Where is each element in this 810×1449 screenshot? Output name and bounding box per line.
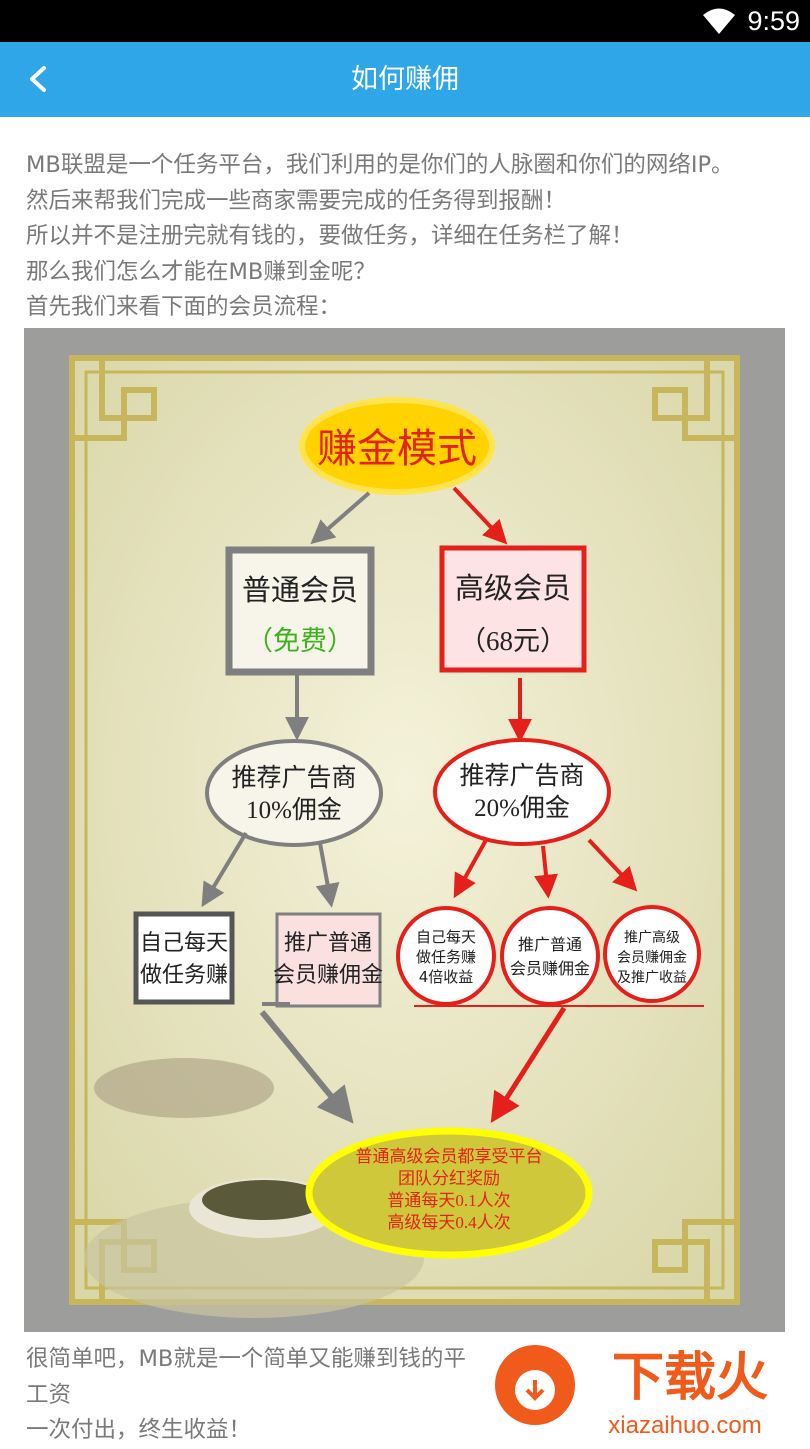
premium-promo-line2: 会员赚佣金 (510, 959, 590, 978)
page-title: 如何赚佣 (351, 64, 459, 95)
watermark-brand: 下载火 (612, 1348, 768, 1408)
intro-line: 那么我们怎么才能在MB赚到金呢？ (26, 258, 376, 285)
premium-member-title: 高级会员 (455, 572, 571, 605)
bonus-line1: 普通高级会员都享受平台 (356, 1147, 543, 1166)
intro-text: MB联盟是一个任务平台，我们利用的是你们的人脉圈和你们的网络IP。 然后来帮我们… (26, 148, 796, 326)
bonus-line2: 团队分红奖励 (398, 1169, 500, 1188)
premium-promo2-line3: 及推广收益 (617, 970, 687, 986)
premium-task-line3: 4倍收益 (419, 968, 474, 986)
intro-line: 然后来帮我们完成一些商家需要完成的任务得到报酬！ (26, 187, 567, 214)
normal-promo-line2: 会员赚佣金 (273, 962, 383, 987)
normal-member-title: 普通会员 (242, 574, 358, 607)
bonus-line3: 普通每天0.1人次 (387, 1191, 510, 1210)
app-bar: 如何赚佣 (0, 42, 810, 117)
outro-line: 工资 (26, 1381, 72, 1408)
premium-promo2-line1: 推广高级 (624, 929, 680, 946)
status-bar: 9:59 (0, 0, 810, 42)
normal-task-line1: 自己每天 (140, 930, 228, 955)
premium-referral-line1: 推荐广告商 (459, 762, 584, 790)
member-flow-diagram: 赚金模式 普通会员 （免费） 高级会员 （68元） 推荐广告商 10%佣金 推荐… (69, 355, 740, 1318)
top-mode-label: 赚金模式 (317, 426, 477, 471)
normal-referral-line2: 10%佣金 (246, 796, 342, 824)
normal-promo-line1: 推广普通 (284, 930, 372, 955)
xiazaihuo-watermark: 下载火 xiazaihuo.com (495, 1345, 768, 1439)
intro-line: 所以并不是注册完就有钱的，要做任务，详细在任务栏了解！ (26, 223, 634, 249)
premium-member-price: （68元） (459, 626, 567, 656)
outro-line: 很简单吧，MB就是一个简单又能赚到钱的平 (26, 1346, 466, 1372)
intro-line: MB联盟是一个任务平台，我们利用的是你们的人脉圈和你们的网络IP。 (26, 152, 734, 178)
intro-line: 首先我们来看下面的会员流程： (26, 294, 342, 320)
outro-line: 一次付出，终生收益！ (26, 1417, 252, 1443)
premium-referral-line2: 20%佣金 (474, 794, 570, 822)
wifi-icon (703, 8, 735, 34)
outro-text: 很简单吧，MB就是一个简单又能赚到钱的平 工资 一次付出，终生收益！ (26, 1342, 796, 1449)
watermark-url: xiazaihuo.com (608, 1412, 761, 1439)
clock: 9:59 (747, 6, 800, 36)
herb-bowl-illustration (84, 1058, 424, 1318)
normal-task-line2: 做任务赚 (140, 962, 228, 987)
premium-promo2-line2: 会员赚佣金 (617, 950, 687, 966)
premium-task-line2: 做任务赚 (416, 948, 476, 966)
normal-member-price: （免费） (246, 626, 354, 656)
premium-task-line1: 自己每天 (416, 928, 476, 946)
premium-promo-line1: 推广普通 (518, 935, 582, 954)
member-flow-image: 赚金模式 普通会员 （免费） 高级会员 （68元） 推荐广告商 10%佣金 推荐… (24, 328, 785, 1332)
back-arrow-icon[interactable] (22, 58, 62, 100)
normal-referral-line1: 推荐广告商 (231, 764, 356, 792)
bonus-line4: 高级每天0.4人次 (387, 1213, 510, 1232)
